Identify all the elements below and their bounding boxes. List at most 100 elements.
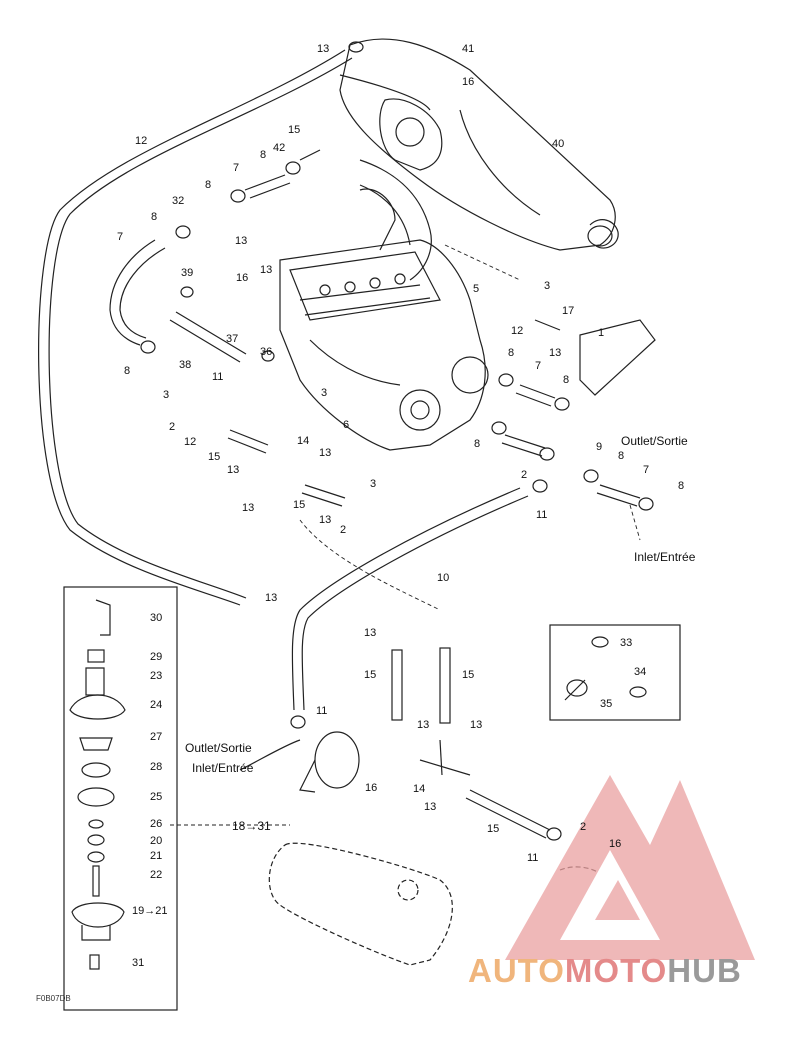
callout-label: 5 [473, 283, 480, 295]
callout-label: 2 [340, 524, 347, 536]
callout-label: 16 [365, 782, 378, 794]
callout-label: 18→31 [232, 819, 271, 833]
callout-label: 19→21 [132, 905, 168, 917]
outlet-label-lower: Outlet/Sortie [185, 741, 252, 755]
callout-label: 13 [235, 235, 248, 247]
leader-lines [170, 244, 641, 826]
callout-label: 11 [212, 371, 224, 383]
callout-label: 8 [260, 149, 267, 161]
callout-label: 8 [124, 365, 131, 377]
callout-label: 12 [184, 436, 197, 448]
callout-label: 12 [135, 135, 148, 147]
callout-label: 16 [609, 838, 622, 850]
callout-label: 3 [321, 387, 328, 399]
callout-label: 27 [150, 731, 163, 743]
callout-label: 9 [596, 441, 603, 453]
callout-label: 30 [150, 612, 163, 624]
hose-12 [38, 49, 353, 606]
callout-label: 41 [462, 43, 475, 55]
callout-label: 6 [343, 419, 350, 431]
callout-label: 42 [273, 142, 286, 154]
callout-label: 2 [521, 469, 528, 481]
callout-label: 3 [370, 478, 377, 490]
engine-block [279, 188, 489, 451]
callout-label: 8 [474, 438, 481, 450]
callout-label: 8 [563, 374, 570, 386]
callout-label: 3 [544, 280, 551, 292]
callout-label: 15 [288, 124, 301, 136]
callout-label: 7 [643, 464, 650, 476]
callout-label: 8 [151, 211, 158, 223]
callout-label: 13 [265, 592, 278, 604]
clamps [140, 41, 654, 841]
inset-right-parts [564, 636, 647, 701]
callout-label: 10 [437, 572, 450, 584]
callout-label: 40 [552, 138, 565, 150]
callout-label: 13 [470, 719, 483, 731]
callout-label: 33 [620, 637, 633, 649]
callout-label: 8 [508, 347, 515, 359]
callout-label: 23 [150, 670, 163, 682]
parts-column [69, 599, 126, 970]
callout-label: 15 [364, 669, 377, 681]
callout-label: 32 [172, 195, 185, 207]
callout-label: 14 [297, 435, 310, 447]
callout-label: 13 [549, 347, 562, 359]
callout-label: 16 [236, 272, 249, 284]
callout-label: 26 [150, 818, 163, 830]
callout-label: 8 [205, 179, 212, 191]
callout-label: 11 [527, 852, 539, 864]
callout-label: 13 [242, 502, 255, 514]
callout-label: 13 [424, 801, 437, 813]
callout-label: 12 [511, 325, 524, 337]
callout-label: 28 [150, 761, 163, 773]
callout-label: 16 [462, 76, 475, 88]
callout-label: 13 [364, 627, 377, 639]
callout-label: 25 [150, 791, 163, 803]
callout-label: 11 [536, 509, 548, 521]
engine-hoses [109, 149, 656, 507]
inset-box-right [549, 624, 681, 721]
callout-label: 22 [150, 869, 163, 881]
callout-label: 29 [150, 651, 163, 663]
callout-label: 24 [150, 699, 163, 711]
callout-label: 13 [317, 43, 330, 55]
callout-label: 7 [117, 231, 124, 243]
inlet-label: Inlet/Entrée [634, 550, 696, 564]
inset-box-left [63, 586, 178, 1011]
callout-label: 38 [179, 359, 192, 371]
callout-label: 15 [293, 499, 306, 511]
callout-label: 14 [413, 783, 426, 795]
hose-10 [291, 487, 529, 711]
callout-label: 17 [562, 305, 575, 317]
callout-label: 13 [260, 264, 273, 276]
inlet-label-lower: Inlet/Entrée [192, 761, 254, 775]
callout-label: 34 [634, 666, 647, 678]
callout-label: 15 [462, 669, 475, 681]
callout-label: 13 [319, 514, 332, 526]
watermark-text: AUTOMOTOHUB [468, 952, 742, 989]
callout-label: 1 [598, 327, 605, 339]
callout-label: 37 [226, 333, 239, 345]
callout-label: 36 [260, 346, 273, 358]
muffler-40 [339, 38, 619, 251]
callout-label: 7 [233, 162, 240, 174]
callout-label: 11 [316, 705, 328, 717]
callout-label: 31 [132, 957, 145, 969]
callout-label: 13 [227, 464, 240, 476]
callout-label: 2 [580, 821, 587, 833]
callout-label: 20 [150, 835, 163, 847]
callout-label: 3 [163, 389, 170, 401]
callout-label: 13 [417, 719, 430, 731]
callout-label: 21 [150, 850, 163, 862]
watermark-logo [505, 775, 755, 960]
callout-label: 2 [169, 421, 176, 433]
callout-label: 15 [208, 451, 221, 463]
callout-label: 13 [319, 447, 332, 459]
callout-label: 7 [535, 360, 542, 372]
callout-label: 8 [618, 450, 625, 462]
callout-label: 15 [487, 823, 500, 835]
callout-label: 35 [600, 698, 613, 710]
